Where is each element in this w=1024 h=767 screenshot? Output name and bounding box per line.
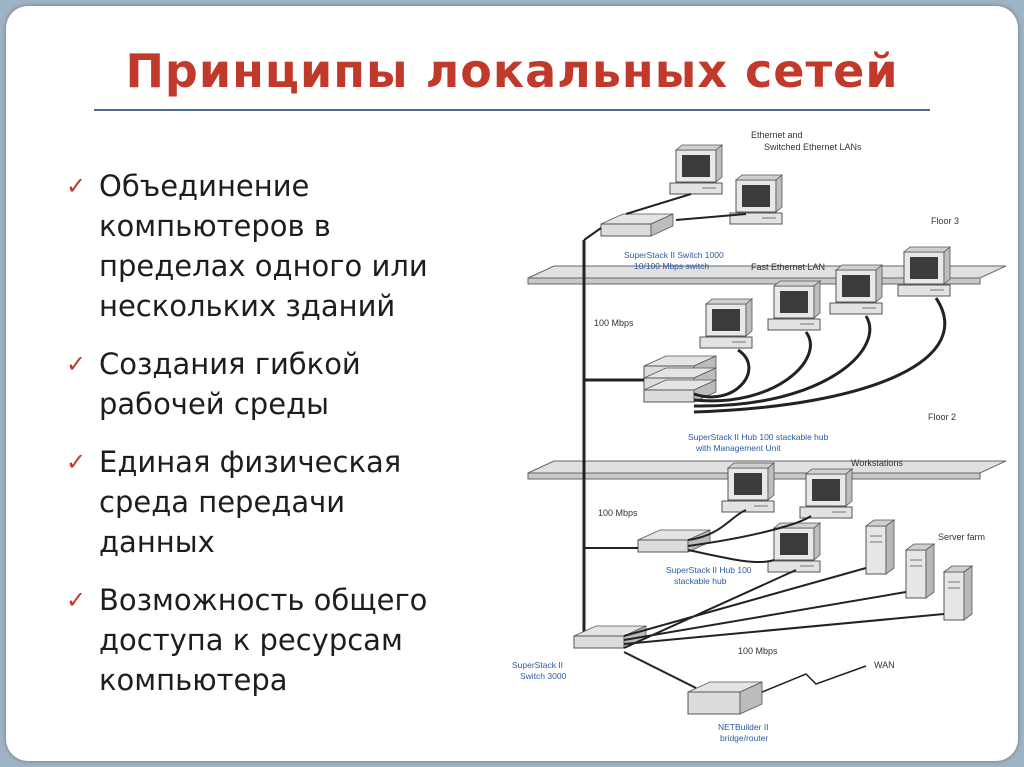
diagram-label: Workstations <box>851 458 903 468</box>
device-label: SuperStack II Switch 1000 <box>624 250 724 260</box>
bullet-line: среда передачи <box>99 485 346 519</box>
diagram-label: 100 Mbps <box>594 318 634 328</box>
diagram-label: Floor 3 <box>931 216 959 226</box>
bullet-item: ✓ Возможность общего доступа к ресурсам … <box>66 580 496 700</box>
check-icon: ✓ <box>66 350 87 378</box>
floor-slab <box>527 265 1006 285</box>
diagram-label: Fast Ethernet LAN <box>751 262 825 272</box>
bullet-line: пределах одного или <box>99 249 428 283</box>
device-label: bridge/router <box>720 733 768 743</box>
diagram-label: Floor 2 <box>928 412 956 422</box>
diagram-label: Switched Ethernet LANs <box>764 142 862 152</box>
hub-100 <box>637 529 711 553</box>
check-icon: ✓ <box>66 172 87 200</box>
bullet-line: компьютеров в <box>99 209 331 243</box>
slide-title: Принципы локальных сетей <box>125 44 899 98</box>
diagram-label: 100 Mbps <box>598 508 638 518</box>
bullet-line: рабочей среды <box>99 387 329 421</box>
bullet-line: Единая физическая <box>99 445 402 479</box>
device-label: SuperStack II <box>512 660 563 670</box>
bullet-line: Объединение <box>99 169 310 203</box>
bullet-line: доступа к ресурсам <box>99 623 403 657</box>
bullet-line: нескольких зданий <box>99 289 396 323</box>
bullet-line: Создания гибкой <box>99 347 361 381</box>
bullet-item: ✓ Объединение компьютеров в пределах одн… <box>66 166 496 326</box>
bullet-item: ✓ Создания гибкой рабочей среды <box>66 344 496 424</box>
bullet-line: данных <box>99 525 215 559</box>
device-label: 10/100 Mbps switch <box>634 261 709 271</box>
network-diagram: Ethernet and Switched Ethernet LANs Floo… <box>512 130 1006 743</box>
check-icon: ✓ <box>66 448 87 476</box>
bullet-list: ✓ Объединение компьютеров в пределах одн… <box>66 166 496 718</box>
netbuilder-router <box>687 681 763 715</box>
diagram-label: 100 Mbps <box>738 646 778 656</box>
device-label: Switch 3000 <box>520 671 567 681</box>
slide: Принципы локальных сетей ✓ Объединение к… <box>6 6 1018 761</box>
diagram-label: Ethernet and <box>751 130 803 140</box>
device-label: SuperStack II Hub 100 stackable hub <box>688 432 829 442</box>
title-divider <box>94 109 930 111</box>
device-label: with Management Unit <box>695 443 781 453</box>
switch-1000 <box>600 213 674 237</box>
check-icon: ✓ <box>66 586 87 614</box>
bullet-line: Возможность общего <box>99 583 428 617</box>
device-label: SuperStack II Hub 100 <box>666 565 752 575</box>
device-label: stackable hub <box>674 576 727 586</box>
bullet-line: компьютера <box>99 663 288 697</box>
diagram-label: Server farm <box>938 532 985 542</box>
bullet-item: ✓ Единая физическая среда передачи данны… <box>66 442 496 562</box>
device-label: NETBuilder II <box>718 722 769 732</box>
diagram-label: WAN <box>874 660 895 670</box>
